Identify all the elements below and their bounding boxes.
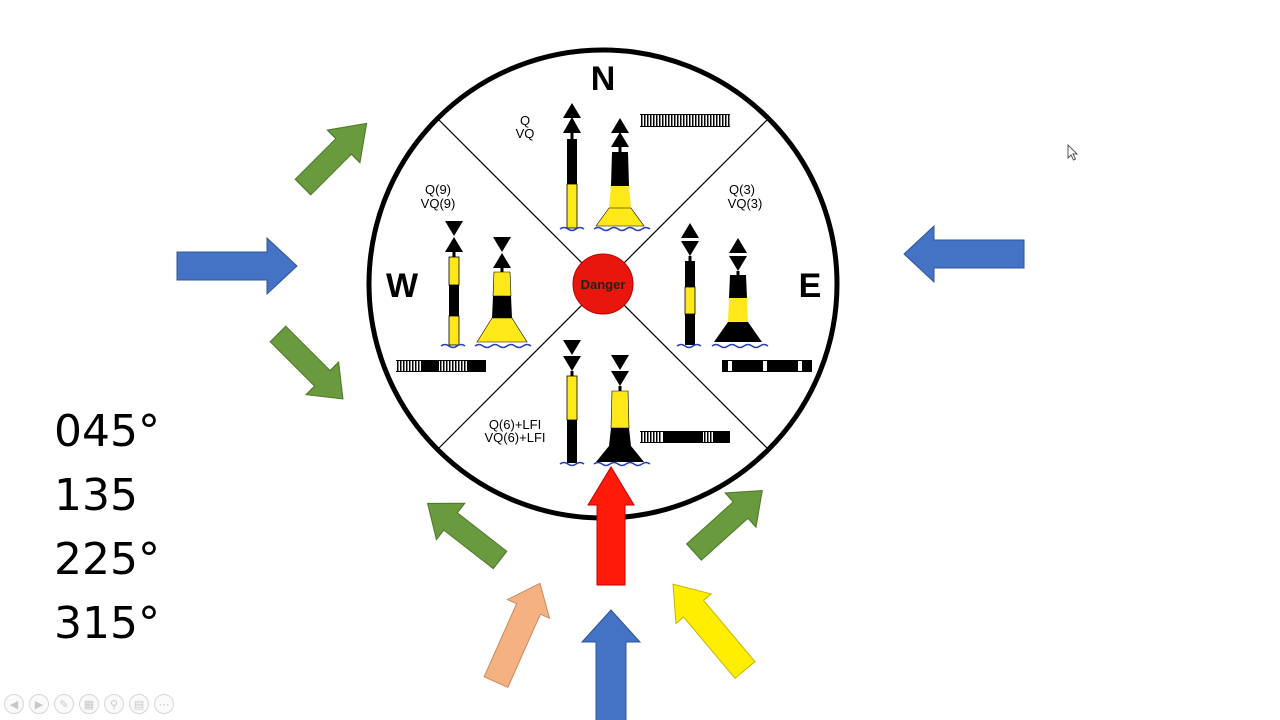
yellow-arrow-northwest [672, 583, 756, 680]
north-light-q: Q [520, 113, 530, 128]
north-light-rhythm [640, 114, 730, 127]
north-label: N [591, 60, 616, 98]
pen-icon[interactable]: ✎ [54, 694, 74, 714]
west-spar-buoy [440, 221, 466, 349]
south-light-rhythm [640, 431, 730, 443]
bearing-list: 045° 135 225° 315° [54, 400, 160, 656]
danger-marker [572, 253, 634, 315]
east-light-q3: Q(3) [729, 182, 755, 197]
slideshow-toolbar: ◀ ▶ ✎ ▦ ⚲ ▤ ⋯ [4, 692, 174, 716]
green-arrow-southeast [269, 325, 344, 400]
south-light-q6: Q(6)+LFI [489, 417, 541, 432]
north-spar-buoy [559, 103, 585, 232]
south-spar-buoy [559, 340, 585, 467]
west-light-rhythm [396, 360, 486, 372]
forward-icon[interactable]: ▶ [29, 694, 49, 714]
north-pillar-buoy [593, 118, 651, 232]
west-light-q9: Q(9) [425, 182, 451, 197]
east-label: E [799, 267, 822, 305]
blue-arrow-westward [903, 224, 1025, 284]
west-label: W [386, 267, 419, 305]
north-light-vq: VQ [516, 126, 535, 141]
west-light-vq9: VQ(9) [421, 196, 456, 211]
danger-label: Danger [581, 277, 626, 292]
bearing-135: 135 [54, 470, 138, 521]
east-pillar-buoy [711, 238, 769, 349]
south-pillar-buoy [593, 355, 651, 467]
east-spar-buoy [676, 223, 702, 349]
bearing-315: 315° [54, 598, 160, 649]
blue-arrow-eastward [176, 236, 298, 296]
bearing-225: 225° [54, 534, 160, 585]
west-pillar-buoy [474, 237, 532, 349]
orange-arrow-northeast [483, 582, 551, 688]
south-light-vq6: VQ(6)+LFI [484, 430, 545, 445]
more-icon[interactable]: ⋯ [154, 694, 174, 714]
slides-icon[interactable]: ▦ [79, 694, 99, 714]
green-arrow-northeast-upper [294, 122, 368, 196]
bearing-045: 045° [54, 406, 160, 457]
subtitles-icon[interactable]: ▤ [129, 694, 149, 714]
green-arrow-northwest [426, 502, 508, 570]
east-light-vq3: VQ(3) [728, 196, 763, 211]
zoom-icon[interactable]: ⚲ [104, 694, 124, 714]
red-arrow-north [587, 466, 635, 586]
blue-arrow-north [580, 609, 642, 720]
mouse-cursor-icon [1067, 144, 1079, 161]
back-icon[interactable]: ◀ [4, 694, 24, 714]
east-light-rhythm [722, 360, 812, 372]
green-arrow-northeast-lower [685, 489, 763, 561]
